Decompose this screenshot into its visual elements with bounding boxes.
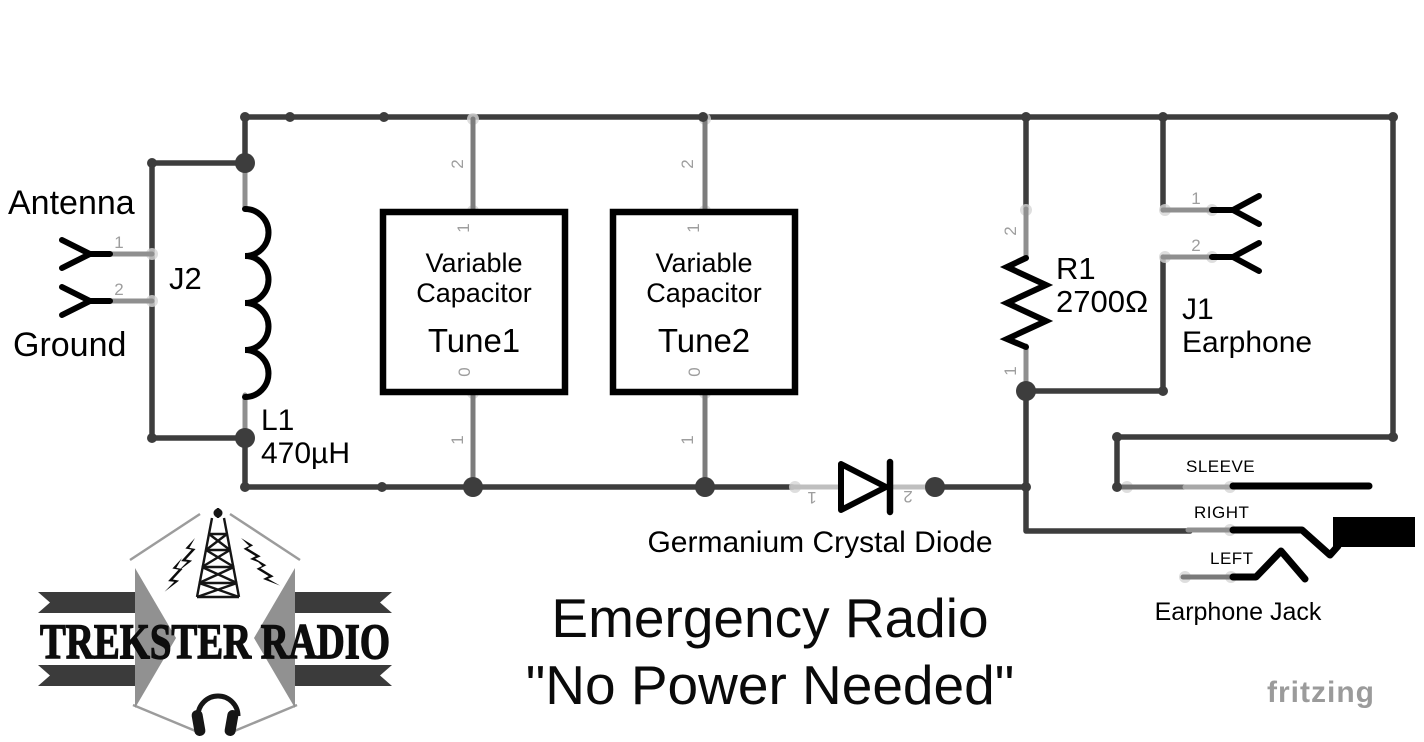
j1-connector-symbol (1209, 193, 1262, 274)
logo-triangles (135, 568, 295, 708)
j1-function: Earphone (1182, 326, 1313, 359)
j1-pin1-number: 1 (1191, 189, 1201, 208)
jack-left-zigzag-icon (1229, 547, 1309, 583)
antenna-label: Antenna (8, 184, 135, 222)
tune2-wire-bottom-number: 1 (678, 435, 697, 445)
junction-dot-big (235, 153, 255, 173)
j1-name: J1 (1182, 293, 1214, 326)
l1-name: L1 (261, 404, 295, 437)
j2-designator: J2 (169, 261, 202, 296)
r1-pin-top-number: 2 (1001, 226, 1020, 236)
j1-pin1-arrow-icon (1209, 193, 1262, 227)
junction-dots (147, 112, 1398, 497)
j1-pin2-number: 2 (1191, 236, 1201, 255)
tune2-wire-top-number: 2 (678, 159, 697, 169)
diode-label: Germanium Crystal Diode (647, 526, 993, 559)
tune1-name: Tune1 (427, 322, 521, 359)
tune2-name: Tune2 (657, 322, 751, 359)
j2-pin1-arrow-icon (59, 237, 113, 271)
right-pin-label: RIGHT (1194, 503, 1250, 522)
tune1-pin-top-number: 1 (454, 223, 473, 233)
junction-dot-big (1016, 381, 1036, 401)
tune2-text: Variable Capacitor Tune2 (613, 212, 795, 392)
ribbon-bottom-right (295, 665, 392, 686)
trekster-radio-logo: TREKSTER RADIO (38, 508, 392, 736)
tune2-capacitor-box (609, 208, 799, 396)
tune1-type-line2: Capacitor (416, 278, 532, 308)
left-pin-label: LEFT (1210, 549, 1254, 568)
logo-ribbon-bands (38, 592, 392, 686)
tune1-wire-bottom-number: 1 (448, 435, 467, 445)
j2-pin2-arrow-icon (59, 284, 113, 318)
tune1-pin-bottom-number: 0 (455, 367, 474, 377)
diode-pin2-number: 2 (903, 487, 913, 506)
earphone-jack-symbol (1229, 482, 1415, 583)
diode-pin1-number: 1 (807, 488, 817, 507)
ribbon-top-left (38, 592, 135, 613)
fritzing-watermark: fritzing (1267, 676, 1375, 709)
ground-label: Ground (13, 326, 127, 364)
logo-x-lines (129, 512, 301, 734)
inductor-coil-icon (242, 206, 272, 400)
j2-loop-wire (149, 160, 248, 441)
tune1-type-line1: Variable (425, 248, 523, 278)
earphone-jack-label: Earphone Jack (1154, 598, 1322, 626)
j1-pin2-arrow-icon (1209, 240, 1262, 274)
title-line2: "No Power Needed" (525, 654, 1015, 716)
logo-text: TREKSTER RADIO (40, 613, 390, 669)
junction-dot-big (925, 477, 945, 497)
jack-plug-body-icon (1333, 517, 1415, 547)
tune1-wire-top-number: 2 (448, 159, 467, 169)
tune2-type-line2: Capacitor (646, 278, 762, 308)
j2-connector-symbol (59, 237, 113, 318)
tune1-capacitor-box (379, 208, 569, 396)
headphones-icon (191, 693, 241, 736)
sleeve-pin-label: SLEEVE (1186, 457, 1256, 476)
diode-triangle-icon (838, 461, 889, 513)
component-leads (105, 116, 1236, 580)
radio-tower-icon (195, 508, 241, 599)
l1-value: 470µH (261, 437, 351, 470)
r1-name: R1 (1056, 251, 1096, 286)
tune1-text: Variable Capacitor Tune1 (383, 212, 565, 392)
diode-symbol (838, 458, 894, 516)
r1-value: 2700Ω (1056, 284, 1149, 319)
tune2-type-line1: Variable (655, 248, 753, 278)
junction-dot-big (463, 477, 483, 497)
junction-dot-big (235, 428, 255, 448)
j2-pin1-number: 1 (114, 233, 124, 252)
r1-pin-bottom-number: 1 (1001, 366, 1020, 376)
right-channel-wire (1023, 388, 1193, 534)
junction-dot-big (695, 477, 715, 497)
page-title: Emergency Radio "No Power Needed" (420, 585, 1120, 719)
ribbon-bottom-left (38, 665, 135, 686)
resistor-zigzag-icon (999, 255, 1054, 350)
j2-pin2-number: 2 (114, 280, 124, 299)
jack-right-line-icon (1229, 526, 1342, 559)
ribbon-top-right (295, 592, 392, 613)
title-line1: Emergency Radio (551, 587, 989, 649)
tune2-pin-bottom-number: 0 (685, 367, 704, 377)
tune2-pin-top-number: 1 (684, 223, 703, 233)
